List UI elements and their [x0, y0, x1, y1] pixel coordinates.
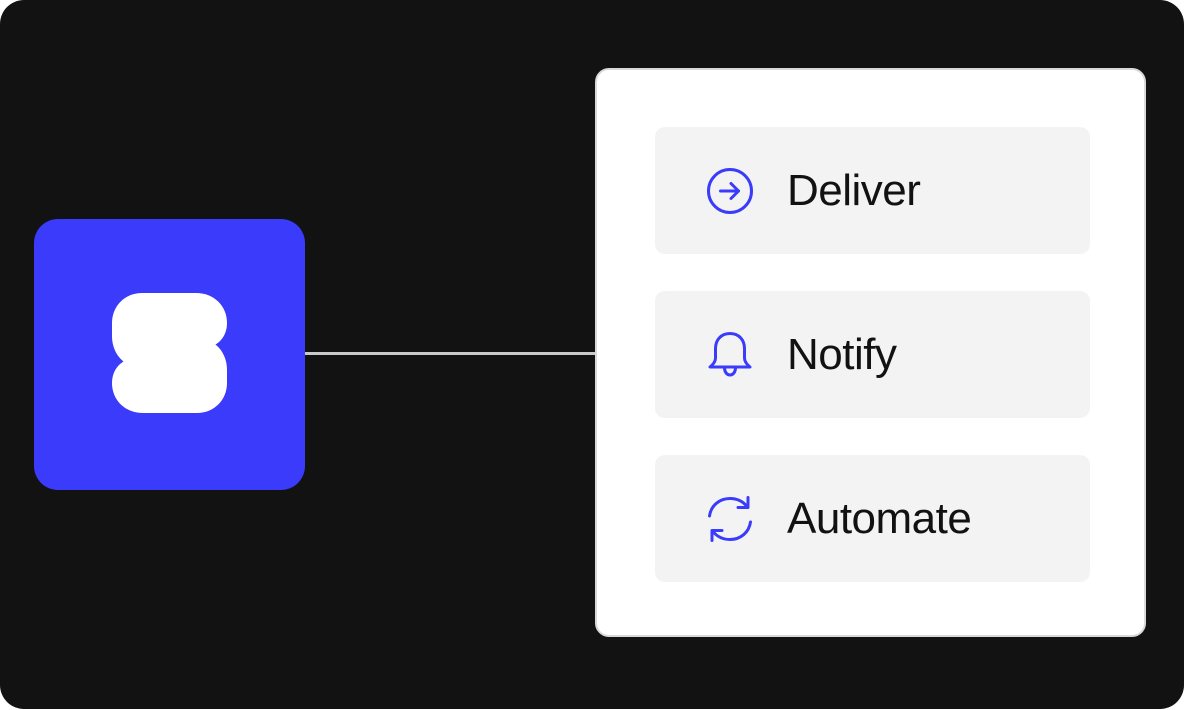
bell-icon: [705, 330, 755, 380]
action-deliver[interactable]: Deliver: [655, 127, 1090, 254]
action-notify[interactable]: Notify: [655, 291, 1090, 418]
logo-lower-shape: [112, 339, 227, 413]
brand-logo-tile: [34, 219, 305, 490]
action-label: Deliver: [787, 165, 921, 215]
brand-logo-icon: [34, 219, 305, 490]
refresh-icon: [705, 494, 755, 544]
arrow-right-circle-icon: [705, 166, 755, 216]
action-automate[interactable]: Automate: [655, 455, 1090, 582]
action-label: Automate: [787, 493, 972, 543]
action-label: Notify: [787, 329, 897, 379]
connector-line: [305, 352, 596, 355]
actions-panel: Deliver Notify Automate: [595, 68, 1146, 637]
